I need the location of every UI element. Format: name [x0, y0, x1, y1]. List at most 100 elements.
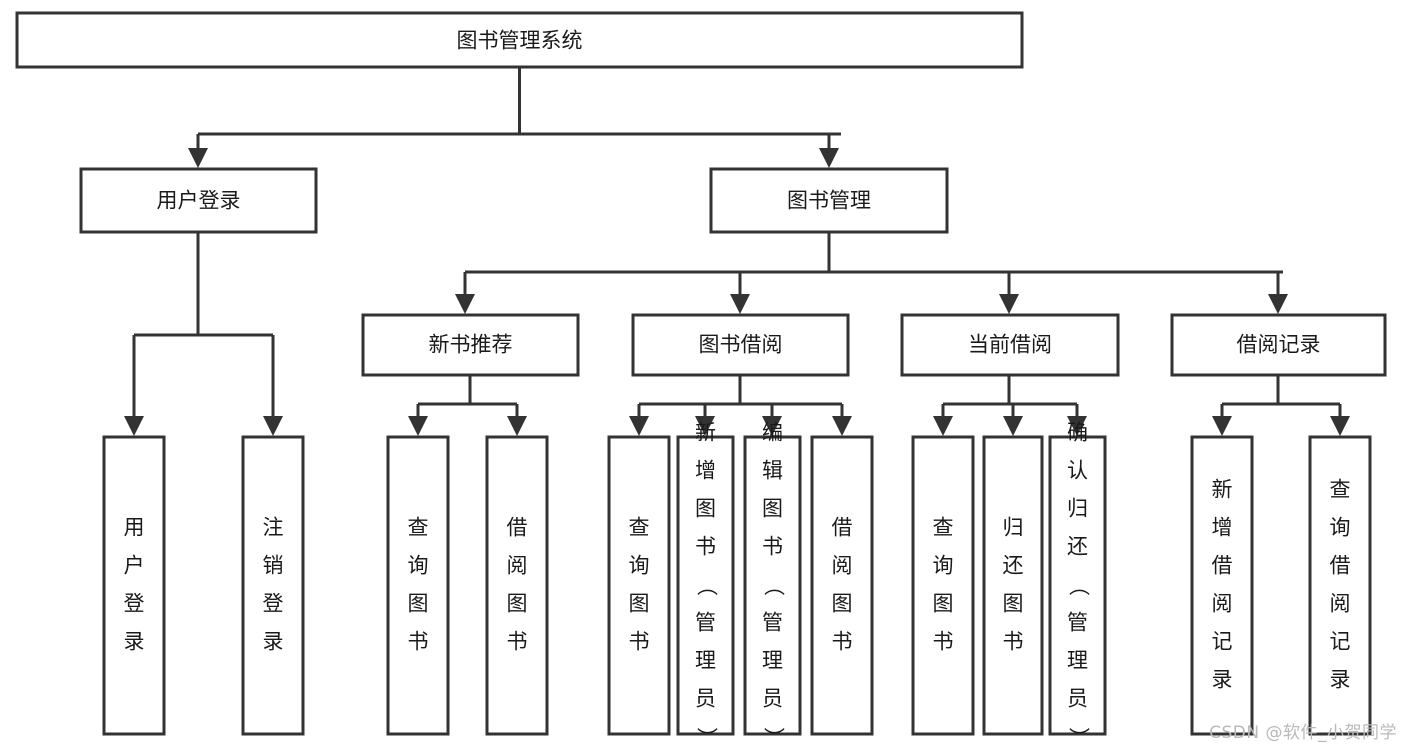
svg-text:查: 查: [933, 516, 954, 540]
arrowhead-user-login: [188, 148, 208, 168]
node-leaf-logout[interactable]: [241, 435, 305, 736]
svg-text:辑: 辑: [762, 459, 783, 483]
node-leaf-user-login[interactable]: [102, 435, 166, 736]
node-leaf-edit-book[interactable]: [743, 435, 802, 736]
svg-text:阅: 阅: [832, 554, 853, 578]
svg-text:增: 增: [1212, 516, 1233, 540]
arrowhead-leaf-query-record: [1330, 416, 1350, 436]
node-leaf-add-record[interactable]: [1190, 435, 1254, 736]
arrowhead-new-book-recommend: [455, 294, 475, 314]
node-leaf-logout-box: [241, 435, 305, 736]
svg-text:借: 借: [832, 516, 853, 540]
node-book-manage[interactable]: 图书管理: [709, 167, 949, 234]
arrowhead-current-borrow: [999, 294, 1019, 314]
node-user-login-label: 用户登录: [157, 189, 241, 213]
node-user-login[interactable]: 用户登录: [79, 167, 318, 234]
svg-text:用: 用: [124, 516, 145, 540]
node-leaf-confirm-return-box: [1048, 435, 1107, 736]
node-leaf-query-book-rec[interactable]: [386, 435, 450, 736]
node-current-borrow[interactable]: 当前借阅: [900, 313, 1120, 377]
node-borrow-record-box: [1170, 313, 1387, 377]
node-new-book-recommend-box: [361, 313, 580, 377]
node-new-book-recommend[interactable]: 新书推荐: [361, 313, 580, 377]
svg-text:询: 询: [408, 554, 429, 578]
svg-text:查: 查: [629, 516, 650, 540]
node-book-manage-label: 图书管理: [787, 189, 871, 213]
svg-text:理: 理: [762, 649, 783, 673]
node-book-borrow[interactable]: 图书借阅: [631, 313, 850, 377]
node-leaf-edit-book-box: [743, 435, 802, 736]
svg-text:书: 书: [933, 630, 954, 654]
svg-text:书: 书: [1003, 630, 1024, 654]
node-leaf-confirm-return[interactable]: [1048, 435, 1107, 736]
arrowhead-leaf-query-book-rec: [408, 416, 428, 436]
node-leaf-query-book-bb[interactable]: [607, 435, 671, 736]
svg-text:）: ）: [762, 727, 786, 747]
node-root-box: [15, 11, 1024, 69]
svg-text:员: 员: [1067, 687, 1088, 711]
svg-text:归: 归: [1067, 497, 1088, 521]
svg-text:询: 询: [933, 554, 954, 578]
arrowhead-leaf-borrow-book-rec: [507, 416, 527, 436]
node-user-login-box: [79, 167, 318, 234]
node-root[interactable]: 图书管理系统: [15, 11, 1024, 69]
connector-book-manage-to-level3: [455, 232, 1288, 314]
svg-text:图: 图: [629, 592, 650, 616]
svg-text:管: 管: [695, 611, 716, 635]
arrowhead-leaf-query-book-cb: [933, 416, 953, 436]
node-book-borrow-label: 图书借阅: [699, 333, 783, 357]
arrowhead-leaf-query-book-bb: [629, 416, 649, 436]
arrowhead-leaf-logout: [263, 416, 283, 436]
svg-text:借: 借: [507, 516, 528, 540]
arrowhead-leaf-add-book: [695, 416, 715, 436]
node-leaf-query-record[interactable]: [1308, 435, 1372, 736]
node-leaf-borrow-book-bb[interactable]: [810, 435, 874, 736]
svg-text:查: 查: [408, 516, 429, 540]
svg-text:书: 书: [832, 630, 853, 654]
svg-text:认: 认: [1067, 459, 1088, 483]
connector-root-to-level2: [188, 67, 841, 168]
node-leaf-user-login-box: [102, 435, 166, 736]
svg-text:图: 图: [507, 592, 528, 616]
node-leaf-add-record-box: [1190, 435, 1254, 736]
node-borrow-record-label: 借阅记录: [1237, 333, 1321, 357]
svg-text:录: 录: [1330, 668, 1351, 692]
arrowhead-book-borrow: [730, 294, 750, 314]
node-borrow-record[interactable]: 借阅记录: [1170, 313, 1387, 377]
svg-text:）: ）: [695, 727, 719, 747]
connector-borrow-record-to-leaves: [1212, 375, 1350, 436]
node-leaf-borrow-book-rec-box: [485, 435, 549, 736]
svg-text:记: 记: [1212, 630, 1233, 654]
node-leaf-add-book[interactable]: [676, 435, 735, 736]
svg-text:理: 理: [1067, 649, 1088, 673]
arrowhead-leaf-return-book: [1003, 416, 1023, 436]
node-book-manage-box: [709, 167, 949, 234]
svg-text:员: 员: [695, 687, 716, 711]
node-leaf-query-book-cb[interactable]: [911, 435, 975, 736]
svg-text:（: （: [1067, 575, 1091, 596]
node-leaf-query-book-rec-box: [386, 435, 450, 736]
svg-text:（: （: [762, 575, 786, 596]
node-leaf-borrow-book-rec[interactable]: [485, 435, 549, 736]
node-leaf-query-book-bb-box: [607, 435, 671, 736]
arrowhead-leaf-confirm-return: [1067, 416, 1087, 436]
svg-text:借: 借: [1330, 554, 1351, 578]
svg-text:记: 记: [1330, 630, 1351, 654]
svg-text:登: 登: [124, 592, 145, 616]
node-leaf-return-book[interactable]: [982, 435, 1044, 736]
svg-text:阅: 阅: [1212, 592, 1233, 616]
svg-text:员: 员: [762, 687, 783, 711]
svg-text:图: 图: [832, 592, 853, 616]
connector-new-book-recommend-to-leaves: [408, 375, 527, 436]
svg-text:（: （: [695, 575, 719, 596]
arrowhead-leaf-add-record: [1212, 416, 1232, 436]
